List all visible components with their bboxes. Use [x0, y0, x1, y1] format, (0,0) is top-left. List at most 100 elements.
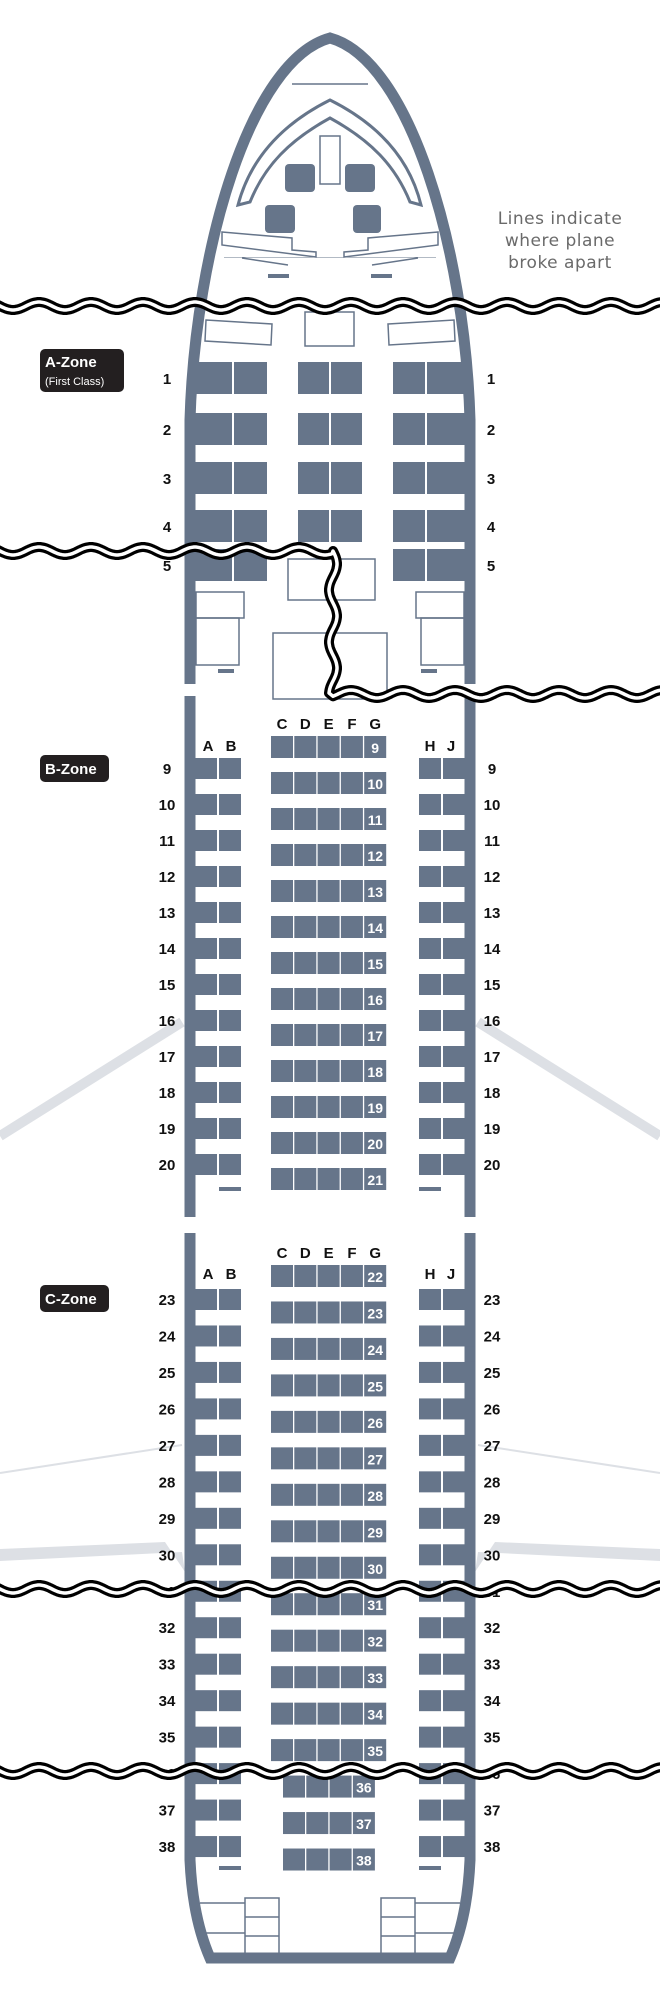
seat-9C: [271, 736, 293, 758]
bar: [218, 669, 234, 673]
seat-20A: [185, 1154, 217, 1175]
seat-34G: [364, 1702, 387, 1725]
seat-26J: [443, 1398, 475, 1420]
row-label-left: 34: [159, 1693, 176, 1710]
seat-34J: [443, 1690, 475, 1712]
seat-37H: [419, 1799, 441, 1821]
seat-27G: [364, 1447, 387, 1470]
seat-20B: [219, 1154, 241, 1175]
seat-31E: [317, 1593, 340, 1616]
seat-19E: [317, 1096, 340, 1118]
seat-19J: [443, 1118, 475, 1139]
row-label-right: 11: [484, 833, 500, 850]
seat-12D: [294, 844, 317, 866]
seat-11D: [294, 808, 317, 830]
seat-22C: [271, 1265, 293, 1287]
seat-37A: [185, 1799, 217, 1821]
seat-19B: [219, 1118, 241, 1139]
seat-row-number: 34: [367, 1707, 383, 1723]
seat-34H: [419, 1690, 441, 1712]
seat-1J: [427, 362, 468, 394]
column-header-C: C: [277, 1245, 288, 1262]
seat-row-number: 18: [367, 1064, 383, 1080]
seat-row-number: 28: [367, 1488, 383, 1504]
row-label-right: 34: [484, 1693, 501, 1710]
seat-22G: [364, 1265, 387, 1287]
column-header-G: G: [369, 716, 381, 733]
seat-29E: [317, 1520, 340, 1543]
seat-19H: [419, 1118, 441, 1139]
seat-32C: [271, 1629, 293, 1652]
row-label-left: 18: [159, 1085, 176, 1102]
seat-row-number: 15: [367, 956, 383, 972]
seat-15F: [340, 952, 363, 974]
seat-24F: [340, 1337, 363, 1360]
row-label-right: 25: [484, 1365, 501, 1382]
seat-30C: [271, 1556, 293, 1579]
observer-seat-icon: [353, 205, 381, 233]
seat-16A: [185, 1010, 217, 1031]
row-label-right: 20: [484, 1157, 501, 1174]
seat-24D: [294, 1337, 317, 1360]
row-label-right: 32: [484, 1620, 501, 1637]
seat-28H: [419, 1471, 441, 1493]
seat-20C: [271, 1132, 293, 1154]
seat-27F: [340, 1447, 363, 1470]
zone-badge-c-bg: [40, 1285, 109, 1312]
seat-32E: [317, 1629, 340, 1652]
column-header-G: G: [369, 1245, 381, 1262]
seat-33D: [294, 1666, 317, 1689]
seat-18E: [317, 1060, 340, 1082]
seat-25F: [340, 1374, 363, 1397]
column-header-H: H: [425, 1266, 436, 1283]
seat-16H: [419, 1010, 441, 1031]
seat-2F: [331, 413, 362, 445]
seat-3A: [192, 462, 232, 494]
row-label-left: 19: [159, 1121, 176, 1138]
seat-29B: [219, 1507, 241, 1529]
seat-11G: [364, 808, 387, 830]
zone-b-label: B-Zone: [45, 761, 97, 778]
seat-29J: [443, 1507, 475, 1529]
seat-33E: [317, 1666, 340, 1689]
row-label-right: 17: [484, 1049, 501, 1066]
seat-23D: [294, 1301, 317, 1324]
break-line-4-inner: [0, 1765, 660, 1777]
seat-19D: [294, 1096, 317, 1118]
seat-38D: [283, 1848, 305, 1871]
seat-20D: [294, 1132, 317, 1154]
seat-15B: [219, 974, 241, 995]
seat-21D: [294, 1168, 317, 1190]
seat-31C: [271, 1593, 293, 1616]
seat-21C: [271, 1168, 293, 1190]
seat-14E: [317, 916, 340, 938]
seat-11E: [317, 808, 340, 830]
seat-26C: [271, 1410, 293, 1433]
seat-38G: [352, 1848, 375, 1871]
seat-9H: [419, 758, 441, 779]
row-label-left: 16: [159, 1013, 176, 1030]
seat-18A: [185, 1082, 217, 1103]
seat-27D: [294, 1447, 317, 1470]
seat-row-number: 11: [368, 812, 383, 828]
seat-14J: [443, 938, 475, 959]
row-label-right: 27: [484, 1438, 501, 1455]
seat-4F: [331, 510, 362, 542]
seat-11H: [419, 830, 441, 851]
seat-11F: [340, 808, 363, 830]
seat-28G: [364, 1483, 387, 1506]
seat-row-number: 10: [367, 776, 383, 792]
row-label-left: 3: [163, 471, 171, 488]
rear-galley-left: [244, 1897, 280, 1955]
seat-9J: [443, 758, 475, 779]
seat-16E: [317, 988, 340, 1010]
seat-14A: [185, 938, 217, 959]
seat-26B: [219, 1398, 241, 1420]
seat-16D: [294, 988, 317, 1010]
column-header-H: H: [425, 738, 436, 755]
row-label-left: 24: [159, 1328, 176, 1345]
seat-18B: [219, 1082, 241, 1103]
seat-15D: [294, 952, 317, 974]
seat-35H: [419, 1726, 441, 1748]
seat-10D: [294, 772, 317, 794]
